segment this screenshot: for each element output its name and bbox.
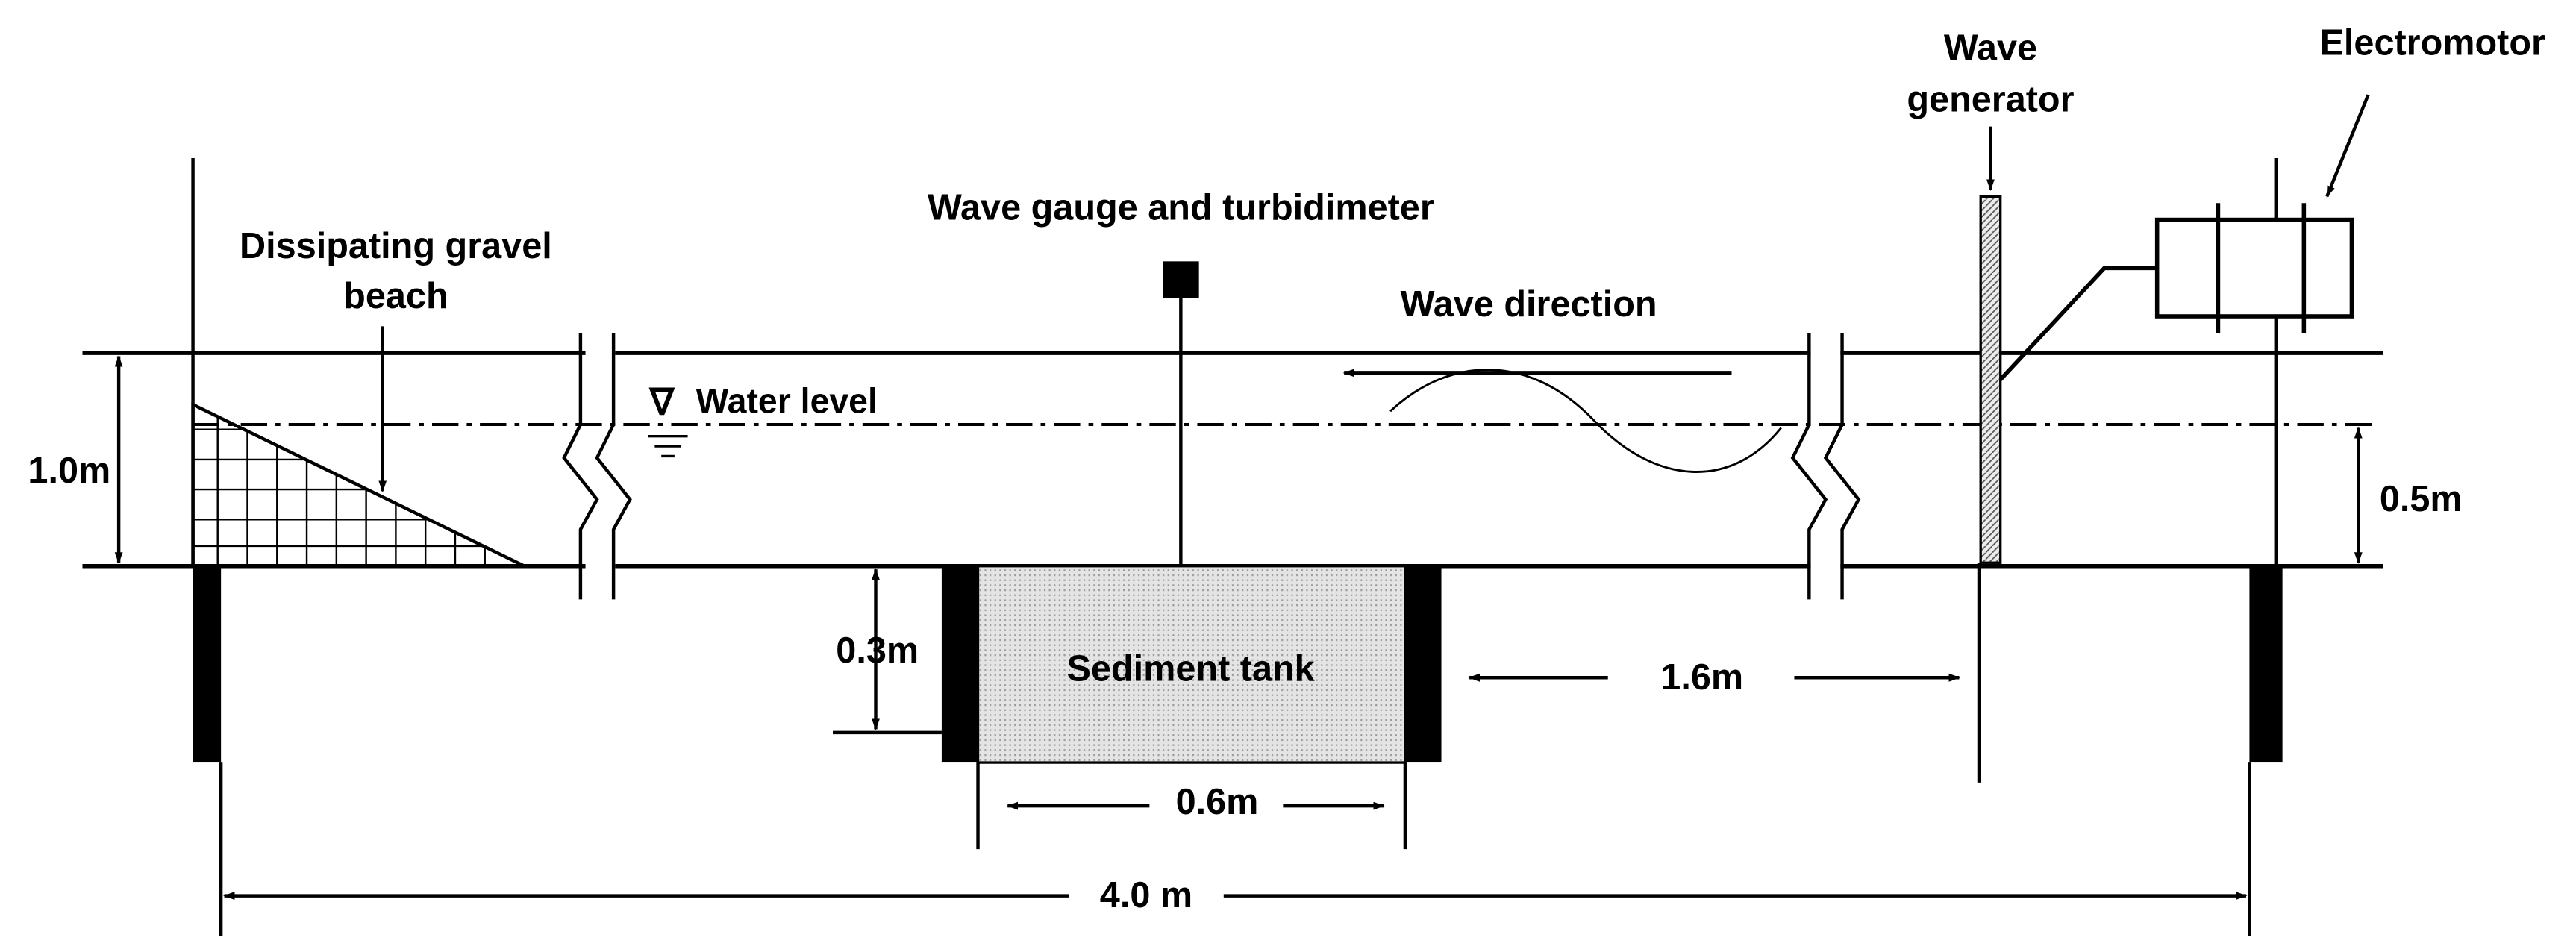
wave-profile (1389, 369, 1782, 473)
sediment-tank-wall-right (1404, 566, 1442, 763)
water-level-symbol: ∇ (648, 382, 676, 422)
wave-generator-label: generator (1907, 79, 2074, 119)
electromotor-pointer (2325, 94, 2370, 198)
left-support (193, 566, 222, 763)
flume-depth-label: 1.0m (28, 451, 110, 491)
break-symbol-right (1790, 333, 1861, 600)
wave-generator-paddle (1979, 195, 2002, 564)
electromotor (2154, 203, 2354, 333)
water-depth-label: 0.5m (2380, 479, 2463, 519)
break-symbol-left (562, 333, 632, 600)
sediment-tank-label: Sediment tank (1066, 649, 1315, 689)
water-level-label: Water level (696, 381, 878, 420)
right-support (2249, 566, 2283, 763)
wave-direction-label: Wave direction (1401, 284, 1657, 325)
total-length-label: 4.0 m (1100, 875, 1192, 915)
sediment-tank-body (976, 565, 1407, 764)
tank-width-label: 0.6m (1176, 782, 1259, 822)
wave-generator-label: Wave (1944, 28, 2037, 68)
tank-depth-label: 0.3m (836, 630, 919, 671)
gravel-beach-label: Dissipating gravel (240, 226, 552, 266)
gravel-beach-label: beach (343, 276, 448, 316)
water-level-marker (648, 435, 688, 458)
sediment-tank-wall-left (941, 566, 978, 763)
tank-to-generator-label: 1.6m (1660, 657, 1743, 698)
wave-gauge-head (1163, 261, 1199, 298)
electromotor-linkage (1998, 266, 2157, 381)
wave-gauge-label: Wave gauge and turbidimeter (928, 187, 1434, 228)
electromotor-label: Electromotor (2319, 22, 2545, 63)
